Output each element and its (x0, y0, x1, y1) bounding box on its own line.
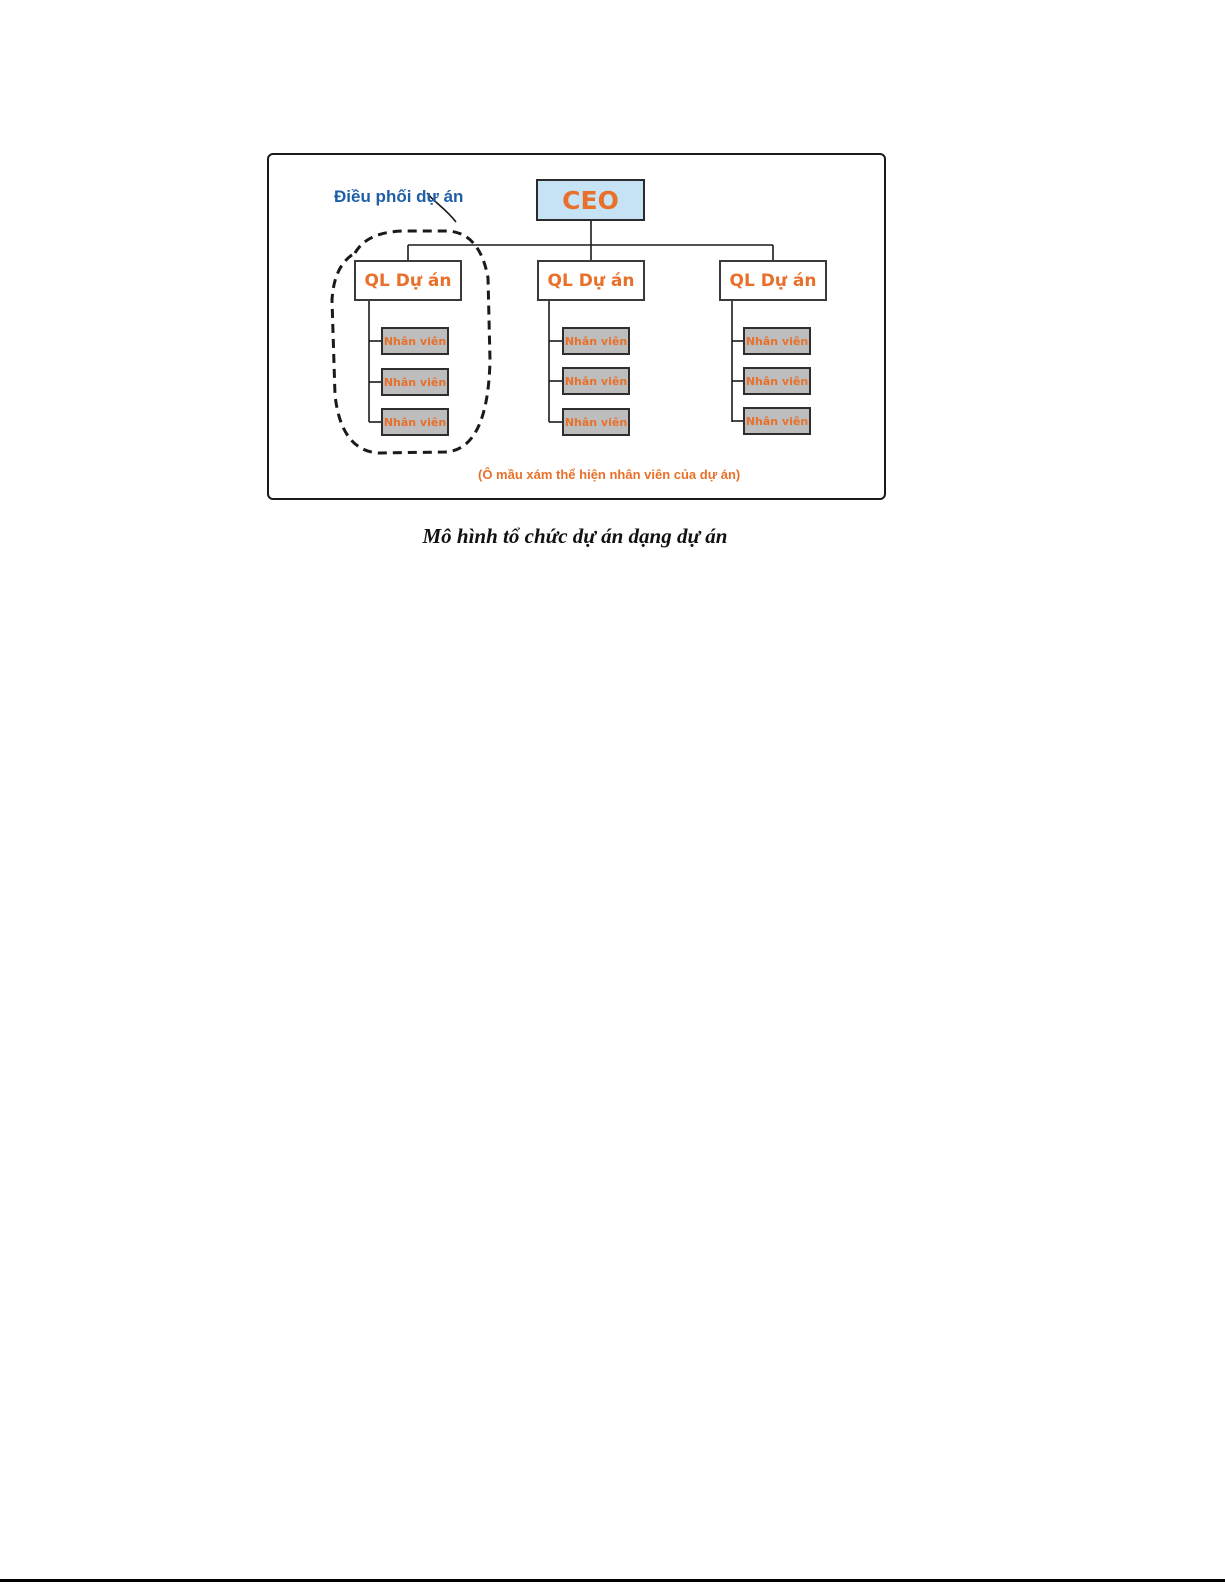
page-bottom-rule (0, 1579, 1225, 1582)
legend-note: (Ô mầu xám thể hiện nhân viên của dự án) (478, 467, 740, 482)
employee-box-center-3: Nhân viên (562, 408, 630, 436)
employee-box-left-1: Nhân viên (381, 327, 449, 355)
employee-box-center-1: Nhân viên (562, 327, 630, 355)
manager-box-right: QL Dự án (719, 260, 827, 301)
employee-box-right-2: Nhân viên (743, 367, 811, 395)
manager-box-left: QL Dự án (354, 260, 462, 301)
employee-box-right-3: Nhân viên (743, 407, 811, 435)
employee-box-left-2: Nhân viên (381, 368, 449, 396)
employee-box-center-2: Nhân viên (562, 367, 630, 395)
manager-box-center: QL Dự án (537, 260, 645, 301)
figure-caption: Mô hình tổ chức dự án dạng dự án (0, 524, 1150, 549)
employee-box-right-1: Nhân viên (743, 327, 811, 355)
ceo-box: CEO (536, 179, 645, 221)
coordination-label: Điều phối dự án (334, 187, 463, 207)
employee-box-left-3: Nhân viên (381, 408, 449, 436)
